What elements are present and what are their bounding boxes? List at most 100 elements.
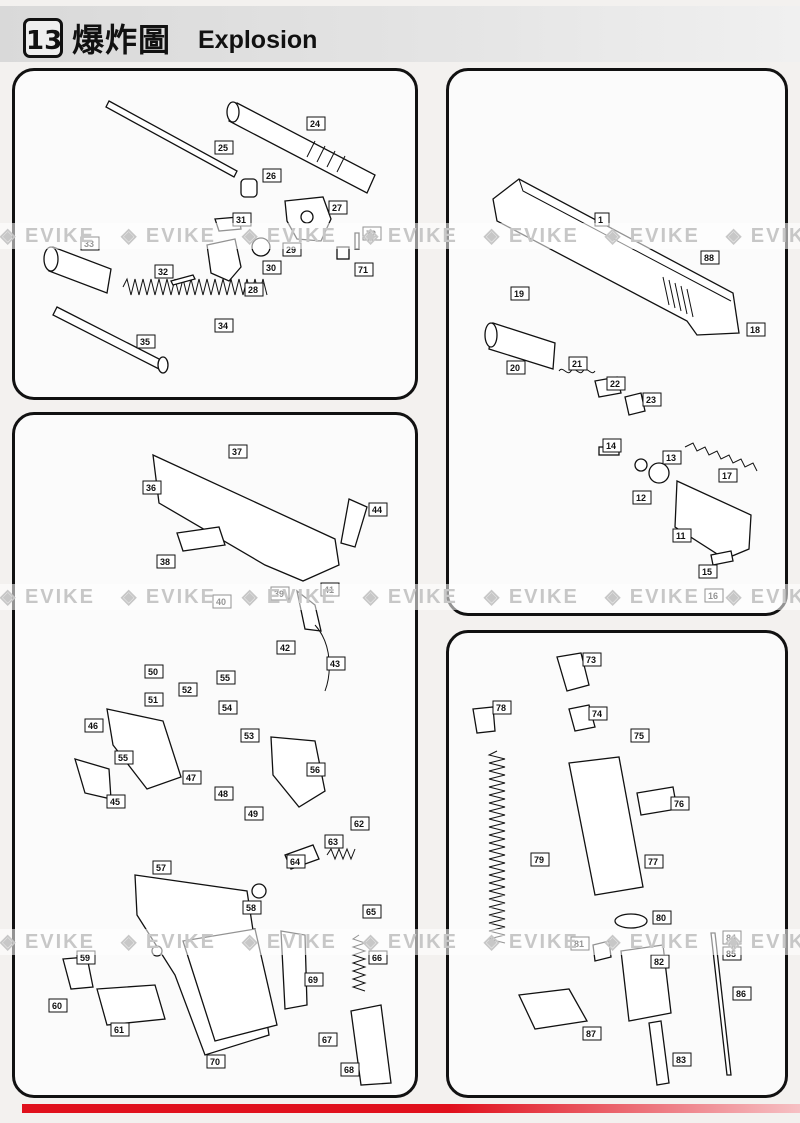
svg-text:51: 51 [148,695,158,705]
panel-magazine-assembly: 73 74 75 76 77 78 79 80 81 82 83 84 85 8… [446,630,788,1098]
catch-spring-part [351,934,367,992]
svg-text:11: 11 [676,531,686,541]
svg-text:45: 45 [110,797,120,807]
small-block-part [336,246,350,260]
panel-slide-assembly: 1 11 12 13 14 15 16 17 18 19 20 21 22 23… [446,68,788,616]
svg-text:82: 82 [654,957,664,967]
svg-text:21: 21 [572,359,582,369]
frame-diagram: 36 37 38 39 40 41 42 43 44 45 46 47 48 4… [48,444,392,1086]
washer-part [151,945,163,957]
mainspring-housing-part [270,736,326,808]
svg-text:27: 27 [332,203,342,213]
svg-text:57: 57 [156,863,166,873]
cylinder-cap-part [710,550,734,566]
svg-text:28: 28 [248,285,258,295]
svg-text:74: 74 [592,709,602,719]
slide-part-labels: 1 11 12 13 14 15 16 17 18 19 20 21 22 23… [506,212,766,603]
svg-text:17: 17 [722,471,732,481]
svg-text:16: 16 [708,591,718,601]
svg-text:18: 18 [750,325,760,335]
follower-top-part [472,706,496,734]
nozzle-spring-part [558,368,596,374]
sear-part [295,589,322,632]
piston-head-part [648,462,670,484]
svg-text:62: 62 [354,819,364,829]
svg-text:67: 67 [322,1035,332,1045]
svg-text:26: 26 [266,171,276,181]
release-valve-part [592,940,612,962]
hammer-part [340,498,368,548]
svg-text:47: 47 [186,773,196,783]
svg-text:12: 12 [636,493,646,503]
svg-text:61: 61 [114,1025,124,1035]
mag-base-part [518,988,589,1030]
mag-release-part [74,758,112,800]
svg-text:19: 19 [514,289,524,299]
panel-barrel-assembly: 24 25 26 27 28 29 30 31 32 33 34 35 71 7… [12,68,418,400]
svg-text:49: 49 [248,809,258,819]
hop-rubber-part [240,178,258,198]
svg-text:37: 37 [232,447,242,457]
latch-part [624,392,646,416]
screw-part [170,274,196,286]
svg-text:22: 22 [610,379,620,389]
magazine-diagram: 73 74 75 76 77 78 79 80 81 82 83 84 85 8… [472,652,752,1086]
svg-text:80: 80 [656,913,666,923]
svg-text:58: 58 [246,903,256,913]
bushing-part [251,883,267,899]
svg-text:42: 42 [280,643,290,653]
svg-text:43: 43 [330,659,340,669]
trigger-bar-part [280,930,308,1010]
svg-text:34: 34 [218,321,228,331]
svg-text:33: 33 [84,239,94,249]
barrel-part-labels: 24 25 26 27 28 29 30 31 32 33 34 35 71 7… [80,116,382,349]
slide-diagram: 1 11 12 13 14 15 16 17 18 19 20 21 22 23… [484,178,766,603]
svg-text:36: 36 [146,483,156,493]
svg-text:38: 38 [160,557,170,567]
svg-text:46: 46 [88,721,98,731]
mag-o-ring-part [614,913,648,929]
svg-text:65: 65 [366,907,376,917]
svg-text:30: 30 [266,263,276,273]
follower-part [556,652,590,692]
svg-text:44: 44 [372,505,382,515]
o-ring-part [634,458,648,472]
svg-text:79: 79 [534,855,544,865]
barrel-diagram: 24 25 26 27 28 29 30 31 32 33 34 35 71 7… [43,100,382,374]
svg-text:13: 13 [666,453,676,463]
frame-rail-part [152,453,340,582]
cylinder-part [674,480,752,560]
svg-text:70: 70 [210,1057,220,1067]
mag-baseplate-part [96,984,166,1026]
grip-safety-part [106,708,182,790]
svg-text:72: 72 [366,229,376,239]
svg-text:40: 40 [216,597,226,607]
barrel-bushing-part [251,237,271,257]
svg-text:52: 52 [182,685,192,695]
title-chinese: 爆炸圖 [72,21,172,59]
inner-barrel-part [105,100,238,178]
svg-text:55: 55 [118,753,128,763]
svg-text:15: 15 [702,567,712,577]
svg-text:54: 54 [222,703,232,713]
pin-spring-part [326,847,356,861]
svg-text:63: 63 [328,837,338,847]
pin-part [354,232,360,250]
svg-text:50: 50 [148,667,158,677]
recoil-spring-part [122,277,268,296]
svg-text:41: 41 [324,585,334,595]
svg-text:14: 14 [606,441,616,451]
svg-text:71: 71 [358,265,368,275]
svg-text:32: 32 [158,267,168,277]
outer-barrel-part [226,101,376,194]
svg-text:85: 85 [726,949,736,959]
svg-text:55: 55 [220,673,230,683]
mag-catch-housing-part [350,1004,392,1086]
svg-text:59: 59 [80,953,90,963]
hop-chamber-part [284,196,332,242]
svg-text:39: 39 [274,589,284,599]
svg-text:73: 73 [586,655,596,665]
svg-text:64: 64 [290,857,300,867]
svg-text:56: 56 [310,765,320,775]
svg-text:20: 20 [510,363,520,373]
